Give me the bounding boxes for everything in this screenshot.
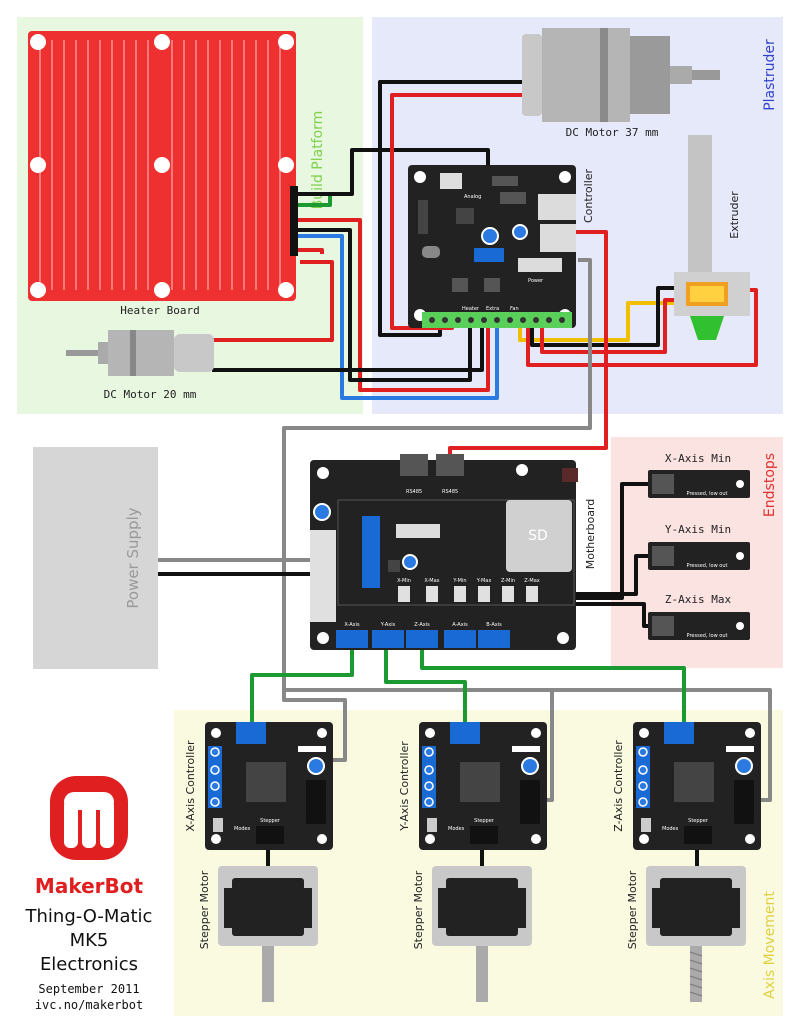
- endstop-y-title: Y-Axis Min: [665, 523, 731, 536]
- build-platform-label: Build Platform: [310, 111, 326, 210]
- title-line-1: Thing-O-Matic: [25, 906, 153, 927]
- y-axis-controller-label: Y-Axis Controller: [398, 741, 411, 832]
- wire-extruder-yellow: [518, 301, 680, 342]
- makerbot-logo-text: MakerBot: [35, 874, 144, 898]
- extruder: [674, 135, 750, 340]
- wire-thermistor-red: [526, 288, 758, 367]
- wire-heater-blue: [296, 234, 499, 400]
- wire-extruder-red-2: [448, 230, 608, 460]
- endstop-x-sub: Pressed, low out: [687, 491, 728, 497]
- motherboard-label: Motherboard: [584, 499, 597, 570]
- power-supply-label: Power Supply: [124, 507, 142, 608]
- wire-x-green: [250, 648, 354, 728]
- title-line-3: Electronics: [40, 954, 138, 975]
- x-axis-controller-board: [205, 722, 333, 850]
- axis-movement-label: Axis Movement: [762, 891, 778, 999]
- date-label: September 2011: [38, 982, 139, 996]
- endstop-z: [648, 612, 750, 640]
- wire-y-green: [384, 648, 467, 728]
- wire-heater-black-1: [296, 148, 490, 196]
- z-stepper-small: Stepper: [688, 818, 709, 824]
- wire-controller-power: [282, 258, 592, 762]
- url-label: ivc.no/makerbot: [35, 998, 143, 1012]
- motherboard-endstop-2: X-Max: [424, 578, 439, 584]
- extruder-label: Extruder: [728, 191, 741, 239]
- dc-motor-37-label: DC Motor 37 mm: [566, 126, 659, 139]
- stepper-motor-x: [218, 866, 318, 1002]
- controller-analog-label: Analog: [464, 194, 481, 200]
- z-axis-controller-label: Z-Axis Controller: [612, 740, 625, 832]
- motherboard-rs485-2: RS485: [442, 489, 458, 495]
- motherboard-port-y: Y-Axis: [380, 622, 396, 628]
- plastruder-label: Plastruder: [762, 39, 778, 111]
- motherboard-endstop-5: Z-Min: [501, 578, 515, 584]
- wire-heater-red: [296, 218, 490, 392]
- controller-fan-label: Fan: [510, 306, 519, 312]
- controller-board: [408, 165, 576, 328]
- wire-dcm20-red: [212, 260, 334, 342]
- endstop-z-title: Z-Axis Max: [665, 593, 732, 606]
- x-axis-controller-label: X-Axis Controller: [184, 740, 197, 832]
- wire-dcm20-black: [212, 325, 484, 372]
- motherboard-rs485-1: RS485: [406, 489, 422, 495]
- title-line-2: MK5: [70, 930, 109, 951]
- endstop-y-sub: Pressed, low out: [687, 563, 728, 569]
- motherboard: [310, 454, 578, 650]
- y-axis-controller-board: [419, 722, 547, 850]
- stepper-motor-y: [432, 866, 532, 1002]
- wire-dcm37-black: [378, 80, 540, 337]
- endstop-z-sub: Pressed, low out: [687, 633, 728, 639]
- motherboard-port-a: A-Axis: [452, 622, 468, 628]
- wire-endstop-z: [520, 602, 648, 628]
- wire-z-green: [420, 648, 686, 728]
- motherboard-port-b: B-Axis: [486, 622, 502, 628]
- controller-label: Controller: [582, 168, 595, 223]
- power-supply-box: [33, 447, 158, 669]
- endstop-x-title: X-Axis Min: [665, 452, 731, 465]
- wires: [158, 80, 772, 868]
- motherboard-endstop-3: Y-Min: [452, 578, 466, 584]
- endstop-y: [648, 542, 750, 570]
- wire-heater-red-2: [296, 248, 324, 254]
- x-stepper-small: Stepper: [260, 818, 281, 824]
- motherboard-endstop-6: Z-Max: [524, 578, 540, 584]
- wire-endstop-y: [520, 554, 648, 596]
- stepper-motor-y-label: Stepper Motor: [412, 870, 425, 949]
- y-modes-small: Modes: [448, 826, 465, 832]
- controller-power-label: Power: [528, 278, 544, 284]
- y-stepper-small: Stepper: [474, 818, 495, 824]
- makerbot-logo: [50, 776, 128, 860]
- dc-motor-20-label: DC Motor 20 mm: [104, 388, 197, 401]
- controller-extra-label: Extra: [486, 306, 499, 312]
- endstop-x: [648, 470, 750, 498]
- wire-heater-black-2: [296, 228, 472, 382]
- stepper-motor-z: [646, 866, 746, 1002]
- dc-motor-20: [66, 330, 214, 376]
- motherboard-endstop-1: X-Min: [397, 578, 411, 584]
- endstops-label: Endstops: [762, 453, 778, 517]
- heater-board: [28, 31, 298, 301]
- motherboard-endstop-4: Y-Max: [476, 578, 492, 584]
- wire-extruder-black: [530, 286, 680, 347]
- stepper-motor-x-label: Stepper Motor: [198, 870, 211, 949]
- dc-motor-37: [522, 28, 720, 122]
- motherboard-sd-label: SD: [528, 528, 548, 544]
- heater-board-label: Heater Board: [120, 304, 199, 317]
- wire-heater-green: [296, 196, 332, 207]
- wire-axis-power-grey: [284, 688, 772, 802]
- motherboard-port-z: Z-Axis: [414, 622, 430, 628]
- wire-extruder-red-1: [540, 298, 680, 354]
- x-modes-small: Modes: [234, 826, 251, 832]
- z-axis-controller-board: [633, 722, 761, 850]
- controller-heater-label: Heater: [462, 306, 480, 312]
- motherboard-port-x: X-Axis: [344, 622, 360, 628]
- z-modes-small: Modes: [662, 826, 679, 832]
- stepper-motor-z-label: Stepper Motor: [626, 870, 639, 949]
